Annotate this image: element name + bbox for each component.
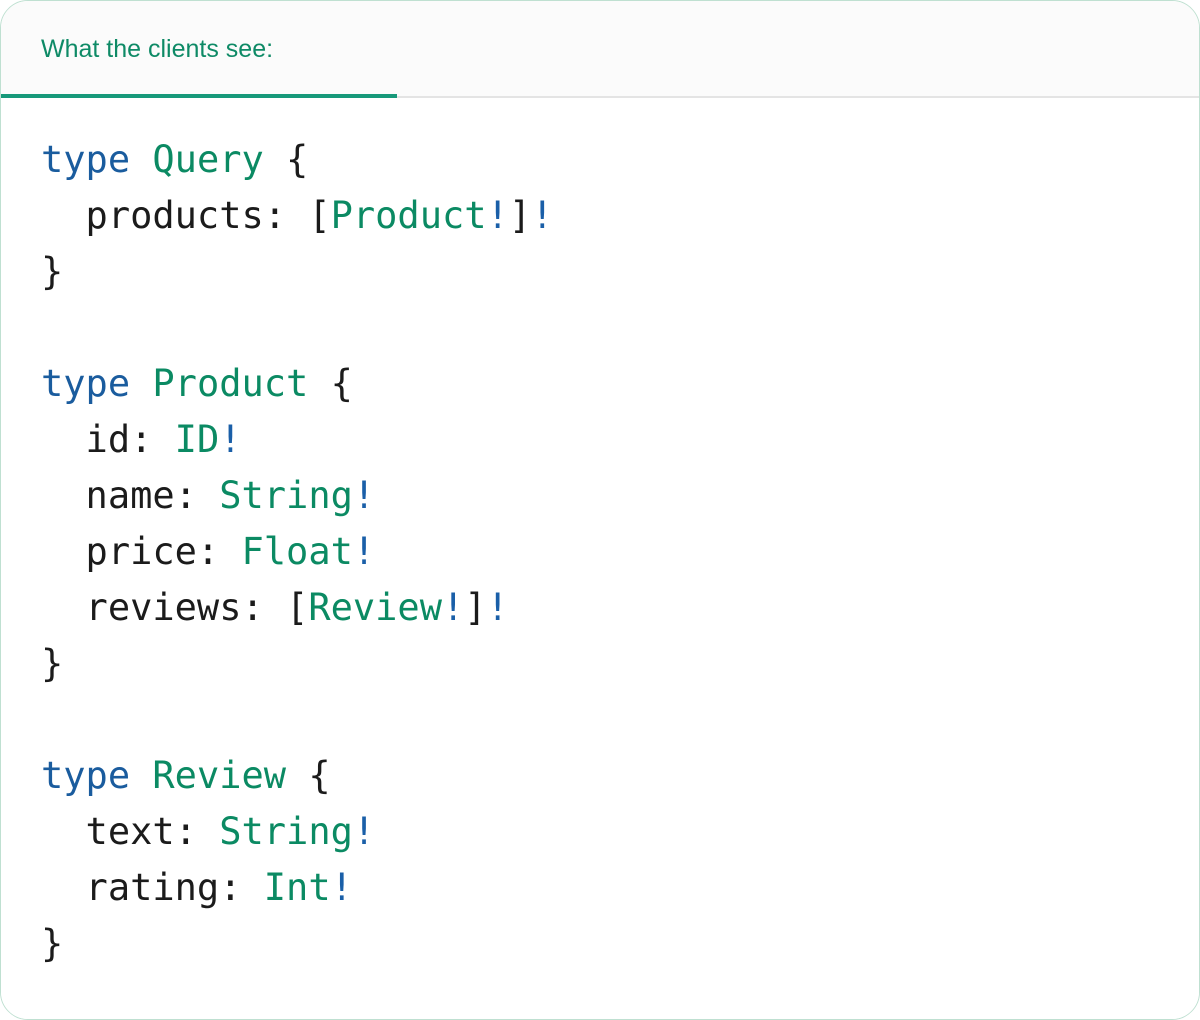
code-line: } xyxy=(41,244,1199,300)
code-line: reviews: [Review!]! xyxy=(41,580,1199,636)
token-punct: ] xyxy=(464,586,487,629)
token-punct: { xyxy=(263,138,309,181)
token-punct xyxy=(197,474,219,517)
token-punct xyxy=(130,138,152,181)
code-line: type Review { xyxy=(41,748,1199,804)
token-bang: ! xyxy=(486,194,509,237)
token-punct: ] xyxy=(508,194,532,237)
token-bang: ! xyxy=(441,586,465,629)
token-field: name: xyxy=(41,474,197,517)
token-punct xyxy=(219,530,241,573)
token-punct: [ xyxy=(286,586,309,629)
code-line: products: [Product!]! xyxy=(41,188,1199,244)
token-typename: Product xyxy=(152,362,309,405)
token-punct: [ xyxy=(308,194,331,237)
token-field: price: xyxy=(41,530,220,573)
token-field: text: xyxy=(41,810,197,853)
code-line: type Query { xyxy=(41,132,1199,188)
token-bang: ! xyxy=(352,474,376,517)
token-typename: Query xyxy=(152,138,264,181)
token-bang: ! xyxy=(486,586,509,629)
active-tab-indicator xyxy=(1,94,397,98)
token-punct: { xyxy=(286,754,331,797)
token-punct: } xyxy=(41,642,64,685)
token-field: rating: xyxy=(41,866,242,909)
code-line: } xyxy=(41,636,1199,692)
token-punct xyxy=(264,586,286,629)
token-bang: ! xyxy=(219,418,242,461)
token-field: id: xyxy=(41,418,153,461)
token-bang: ! xyxy=(352,810,376,853)
code-line: rating: Int! xyxy=(41,860,1199,916)
token-punct: } xyxy=(41,250,64,293)
token-typename: Product xyxy=(330,194,487,237)
token-typename: Review xyxy=(152,754,287,797)
code-area: type Query { products: [Product!]!} type… xyxy=(1,98,1199,1019)
code-line xyxy=(41,692,1199,748)
tab-bar: What the clients see: xyxy=(1,1,1199,98)
token-field: products: xyxy=(41,194,287,237)
token-bang: ! xyxy=(352,530,376,573)
token-keyword: type xyxy=(41,754,131,797)
token-bang: ! xyxy=(531,194,554,237)
code-line: id: ID! xyxy=(41,412,1199,468)
code-line: type Product { xyxy=(41,356,1199,412)
token-typename: ID xyxy=(174,418,220,461)
token-keyword: type xyxy=(41,138,131,181)
code-line: } xyxy=(41,916,1199,972)
token-typename: Review xyxy=(308,586,442,629)
token-punct: { xyxy=(308,362,353,405)
token-keyword: type xyxy=(41,362,131,405)
tab-label: What the clients see: xyxy=(41,35,274,63)
graphql-schema-code[interactable]: type Query { products: [Product!]!} type… xyxy=(1,132,1199,972)
code-line xyxy=(41,300,1199,356)
token-punct xyxy=(130,754,152,797)
code-line: text: String! xyxy=(41,804,1199,860)
code-line: name: String! xyxy=(41,468,1199,524)
token-punct xyxy=(197,810,219,853)
token-typename: Float xyxy=(241,530,353,573)
token-punct xyxy=(286,194,308,237)
code-line: price: Float! xyxy=(41,524,1199,580)
token-punct xyxy=(130,362,152,405)
token-bang: ! xyxy=(330,866,353,909)
token-typename: Int xyxy=(263,866,331,909)
token-punct xyxy=(241,866,263,909)
token-punct: } xyxy=(41,922,64,965)
tab-bar-divider xyxy=(1,96,1199,98)
token-typename: String xyxy=(219,474,353,517)
token-punct xyxy=(152,418,174,461)
token-field: reviews: xyxy=(41,586,264,629)
token-typename: String xyxy=(219,810,353,853)
tab-what-the-clients-see[interactable]: What the clients see: xyxy=(1,1,313,98)
